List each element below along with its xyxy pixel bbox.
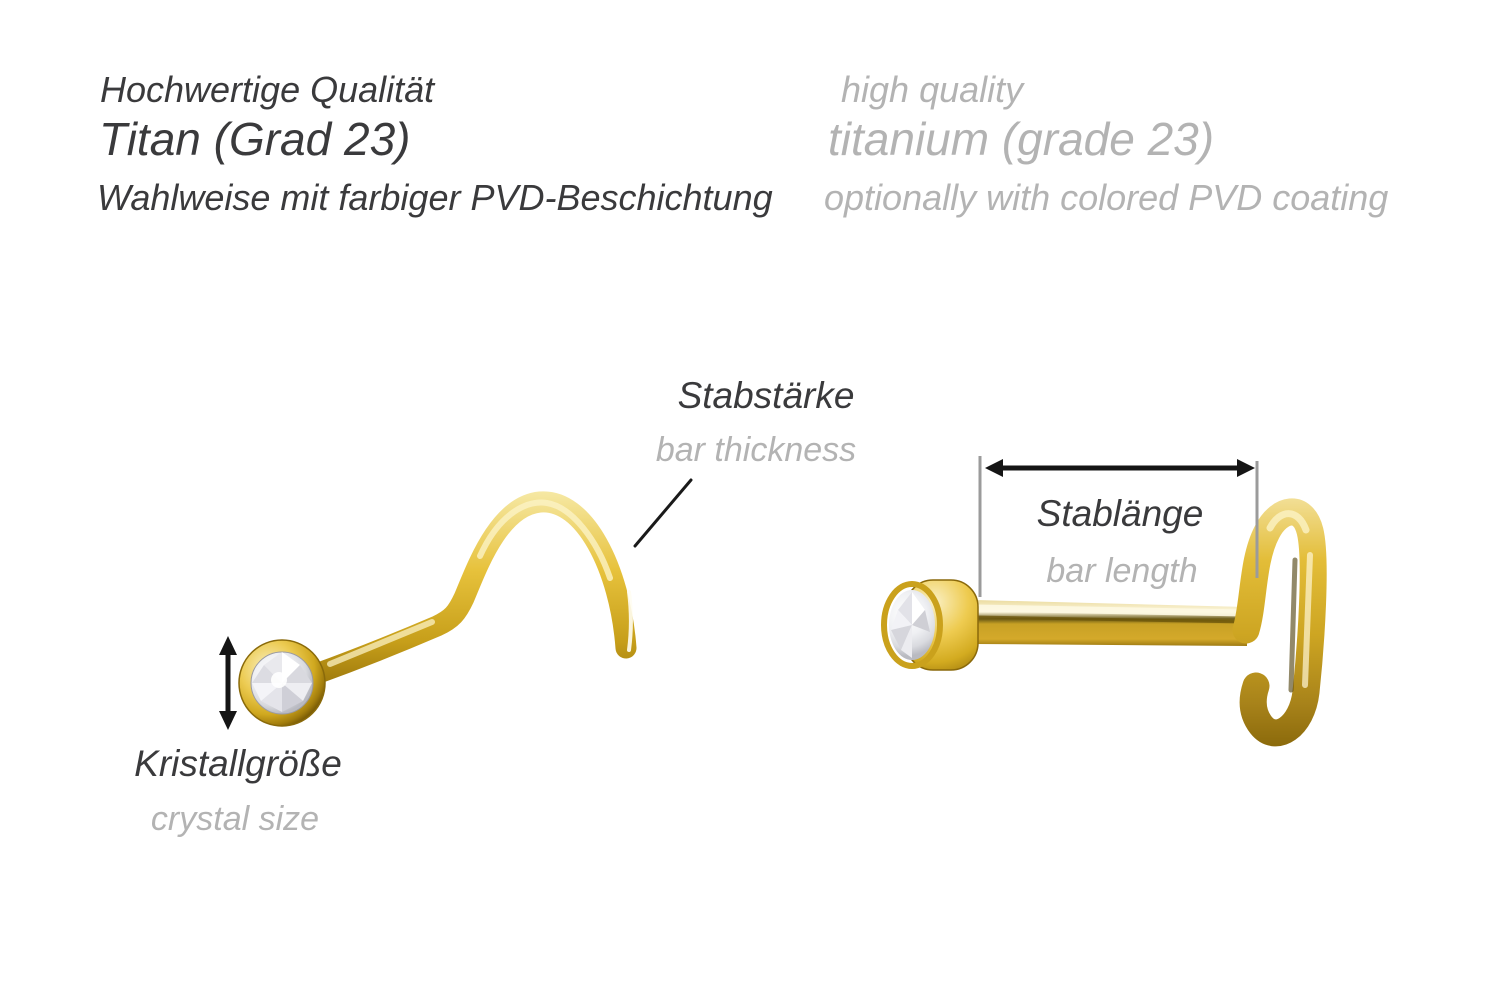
label-crystal-size-de: Kristallgröße (134, 743, 342, 784)
header-en-coating: optionally with colored PVD coating (824, 177, 1389, 218)
label-crystal-size-en: crystal size (150, 800, 320, 838)
hook-top-highlight (1266, 510, 1310, 534)
bezel-ring (881, 581, 943, 669)
hook-inner-shadow (1288, 557, 1298, 693)
label-bar-thickness-en: bar thickness (655, 431, 857, 469)
bar-reflection-line (975, 615, 1247, 624)
crystal-facets (252, 652, 312, 712)
crystal-front-facets (891, 592, 930, 658)
header-de-quality: Hochwertige Qualität (100, 69, 435, 110)
bar-highlight (975, 604, 1247, 617)
hook-curl (1232, 498, 1327, 747)
label-bar-length-en: bar length (1046, 552, 1198, 590)
header-en-material: titanium (grade 23) (828, 113, 1215, 165)
bar-length-arrow (985, 459, 1255, 477)
nose-screw-front-view (881, 498, 1327, 747)
arch-highlight (477, 499, 613, 581)
header-en-quality: high quality (841, 69, 1024, 110)
label-bar-thickness-de: Stabstärke (677, 375, 855, 416)
header-de-coating: Wahlweise mit farbiger PVD-Beschichtung (97, 177, 773, 218)
wire-highlight (327, 619, 435, 667)
bar-length-extension-lines (978, 456, 1259, 597)
bar-thickness-pointer-line (633, 478, 693, 548)
arch-edge-streak (627, 590, 633, 652)
hook-side-streak (1302, 552, 1313, 688)
label-bar-length-de: Stablänge (1036, 493, 1204, 534)
nose-screw-side-view (238, 491, 637, 727)
header-de-material: Titan (Grad 23) (99, 113, 411, 165)
crystal-size-arrow (219, 636, 237, 730)
